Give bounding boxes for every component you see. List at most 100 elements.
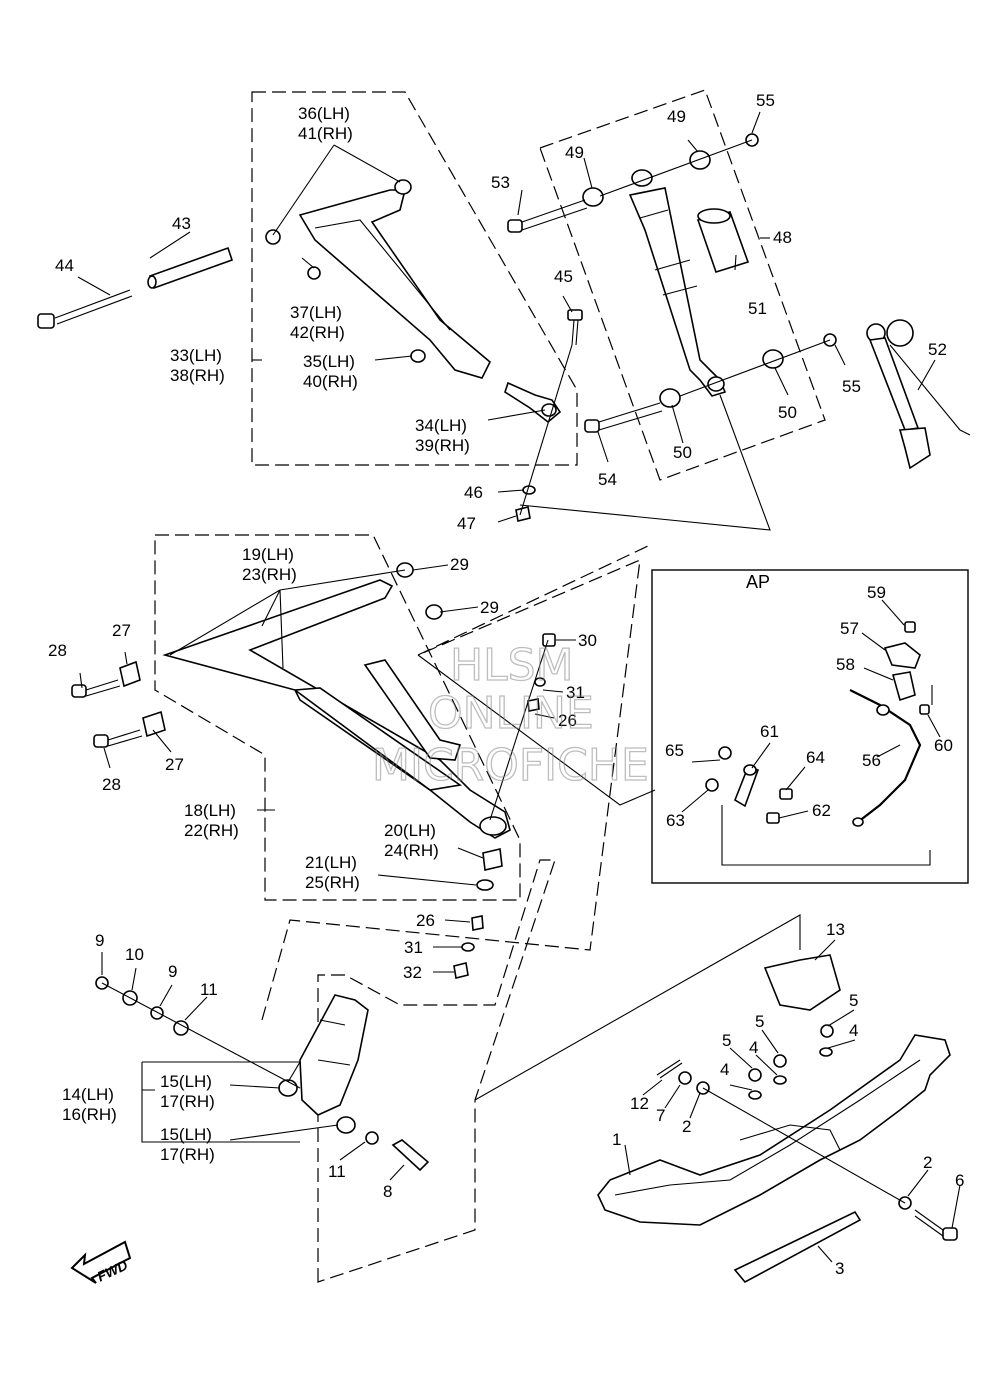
ap-inset-box bbox=[651, 569, 969, 884]
label-23: 23(RH) bbox=[242, 565, 297, 584]
upper-arm-group-box bbox=[251, 91, 578, 466]
label-32: 32 bbox=[403, 963, 422, 982]
link-61 bbox=[734, 764, 760, 808]
label-56: 56 bbox=[862, 751, 881, 770]
label-31-top: 31 bbox=[566, 683, 585, 702]
label-15-a: 15(LH) bbox=[160, 1072, 212, 1091]
label-29-a: 29 bbox=[450, 555, 469, 574]
washer-4-a bbox=[748, 1090, 762, 1100]
lower-stud-line bbox=[489, 639, 549, 821]
shock-group-box bbox=[539, 89, 826, 481]
label-10: 10 bbox=[125, 945, 144, 964]
shock-axis-top bbox=[599, 139, 753, 197]
label-62: 62 bbox=[812, 801, 831, 820]
washer-21 bbox=[476, 879, 494, 891]
label-4-a: 4 bbox=[720, 1060, 729, 1079]
bushing-29-b bbox=[425, 604, 443, 620]
pin-12 bbox=[656, 1059, 683, 1079]
label-5-a: 5 bbox=[722, 1031, 731, 1050]
watermark-line-2: ONLINE bbox=[428, 688, 594, 739]
label-28-a: 28 bbox=[48, 641, 67, 660]
stud-line bbox=[519, 344, 573, 516]
label-3: 3 bbox=[835, 1259, 844, 1278]
label-31-bottom: 31 bbox=[404, 938, 423, 957]
label-11-b: 11 bbox=[328, 1162, 346, 1181]
washer-31-bottom bbox=[461, 942, 475, 952]
label-8: 8 bbox=[383, 1182, 392, 1201]
bolt-30 bbox=[542, 633, 556, 647]
label-39: 39(RH) bbox=[415, 436, 470, 455]
label-43: 43 bbox=[172, 214, 191, 233]
label-38: 38(RH) bbox=[170, 366, 225, 385]
collar-7 bbox=[678, 1071, 692, 1085]
label-49-left: 49 bbox=[565, 143, 584, 162]
washer-11-b bbox=[365, 1131, 379, 1145]
washer-4-c bbox=[819, 1047, 833, 1057]
spindle-axis bbox=[101, 982, 301, 1089]
label-27-b: 27 bbox=[165, 755, 184, 774]
label-49-top: 49 bbox=[667, 107, 686, 126]
label-6: 6 bbox=[955, 1171, 964, 1190]
leader-lines bbox=[77, 111, 961, 1263]
label-9-b: 9 bbox=[168, 962, 177, 981]
label-40: 40(RH) bbox=[303, 372, 358, 391]
nut-37 bbox=[307, 266, 321, 280]
bushing-15-b bbox=[336, 1116, 356, 1134]
spindle-14 bbox=[299, 994, 369, 1116]
label-52: 52 bbox=[928, 340, 947, 359]
label-42: 42(RH) bbox=[290, 323, 345, 342]
nut-65 bbox=[718, 746, 732, 760]
label-36: 36(LH) bbox=[298, 104, 350, 123]
fwd-arrow-icon: FWD bbox=[70, 1240, 132, 1285]
bolt-28-a bbox=[71, 679, 121, 698]
bushing-27-a bbox=[119, 660, 141, 688]
nut-5-a bbox=[748, 1068, 762, 1082]
label-12: 12 bbox=[630, 1094, 649, 1113]
label-57: 57 bbox=[840, 619, 859, 638]
label-60: 60 bbox=[934, 736, 953, 755]
label-50-left: 50 bbox=[673, 443, 692, 462]
screw-60 bbox=[919, 704, 930, 715]
label-50-right: 50 bbox=[778, 403, 797, 422]
label-22: 22(RH) bbox=[184, 821, 239, 840]
shock-absorber-48 bbox=[628, 169, 727, 397]
label-26-bottom: 26 bbox=[416, 911, 435, 930]
label-29-b: 29 bbox=[480, 598, 499, 617]
label-65: 65 bbox=[665, 741, 684, 760]
label-35: 35(LH) bbox=[303, 352, 355, 371]
runner-3 bbox=[733, 1210, 862, 1284]
label-37: 37(LH) bbox=[290, 303, 342, 322]
label-16: 16(RH) bbox=[62, 1105, 117, 1124]
label-61: 61 bbox=[760, 722, 779, 741]
screw-59 bbox=[904, 621, 916, 633]
nut-63 bbox=[705, 778, 719, 792]
label-51: 51 bbox=[748, 299, 767, 318]
label-47: 47 bbox=[457, 514, 476, 533]
label-2-left: 2 bbox=[682, 1117, 691, 1136]
label-48: 48 bbox=[773, 228, 792, 247]
ap-inset-label: AP bbox=[746, 572, 770, 592]
bolt-62 bbox=[766, 812, 780, 824]
label-17-a: 17(RH) bbox=[160, 1092, 215, 1111]
shock-axis-bottom bbox=[679, 339, 831, 397]
label-44: 44 bbox=[55, 256, 74, 275]
bracket-57 bbox=[883, 642, 921, 669]
bushing-27-b bbox=[142, 710, 166, 738]
label-4-c: 4 bbox=[849, 1021, 858, 1040]
label-59: 59 bbox=[867, 583, 886, 602]
connect-line-b bbox=[519, 394, 771, 531]
bushing-15-a bbox=[278, 1079, 298, 1097]
bolt-28-b bbox=[93, 729, 143, 748]
ski-1 bbox=[597, 1034, 951, 1226]
label-2-right: 2 bbox=[923, 1153, 932, 1172]
label-20: 20(LH) bbox=[384, 821, 436, 840]
label-53: 53 bbox=[491, 173, 510, 192]
label-19: 19(LH) bbox=[242, 545, 294, 564]
label-27-a: 27 bbox=[112, 621, 131, 640]
bushing-49-left bbox=[582, 187, 604, 207]
label-41: 41(RH) bbox=[298, 124, 353, 143]
lower-a-arm bbox=[162, 579, 511, 839]
label-17-b: 17(RH) bbox=[160, 1145, 215, 1164]
label-64: 64 bbox=[806, 748, 825, 767]
bolt-54 bbox=[584, 402, 663, 433]
